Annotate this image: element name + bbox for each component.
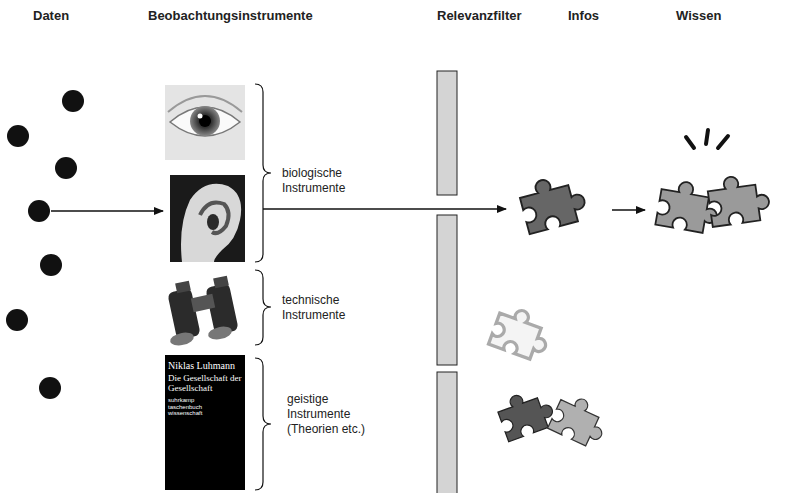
- filter-bar: [437, 71, 457, 493]
- book-title: Die Gesellschaft der Gesellschaft: [168, 373, 244, 394]
- data-dots: [6, 90, 84, 399]
- book-publisher: suhrkamp taschenbuch wissenschaft: [168, 397, 228, 418]
- book-cover: [165, 355, 245, 490]
- eye-picture: [165, 85, 245, 160]
- ear-picture: [170, 175, 245, 262]
- column-header: Relevanzfilter: [437, 8, 522, 24]
- column-header: Beobachtungsinstrumente: [148, 8, 313, 24]
- group-label: biologische Instrumente: [282, 166, 382, 196]
- arrow: [51, 210, 163, 211]
- column-header: Infos: [568, 8, 599, 24]
- brace: [255, 84, 271, 490]
- binoculars-picture: [167, 276, 238, 348]
- group-label: geistige Instrumente (Theorien etc.): [287, 392, 387, 437]
- arrow: [263, 208, 506, 209]
- group-label: technische Instrumente: [282, 293, 382, 323]
- arrow: [612, 209, 645, 210]
- book-author: Niklas Luhmann: [168, 360, 244, 372]
- puzzle-piece: [489, 171, 772, 450]
- column-header: Wissen: [676, 8, 721, 24]
- column-header: Daten: [33, 8, 69, 24]
- burst-lines: [686, 130, 728, 148]
